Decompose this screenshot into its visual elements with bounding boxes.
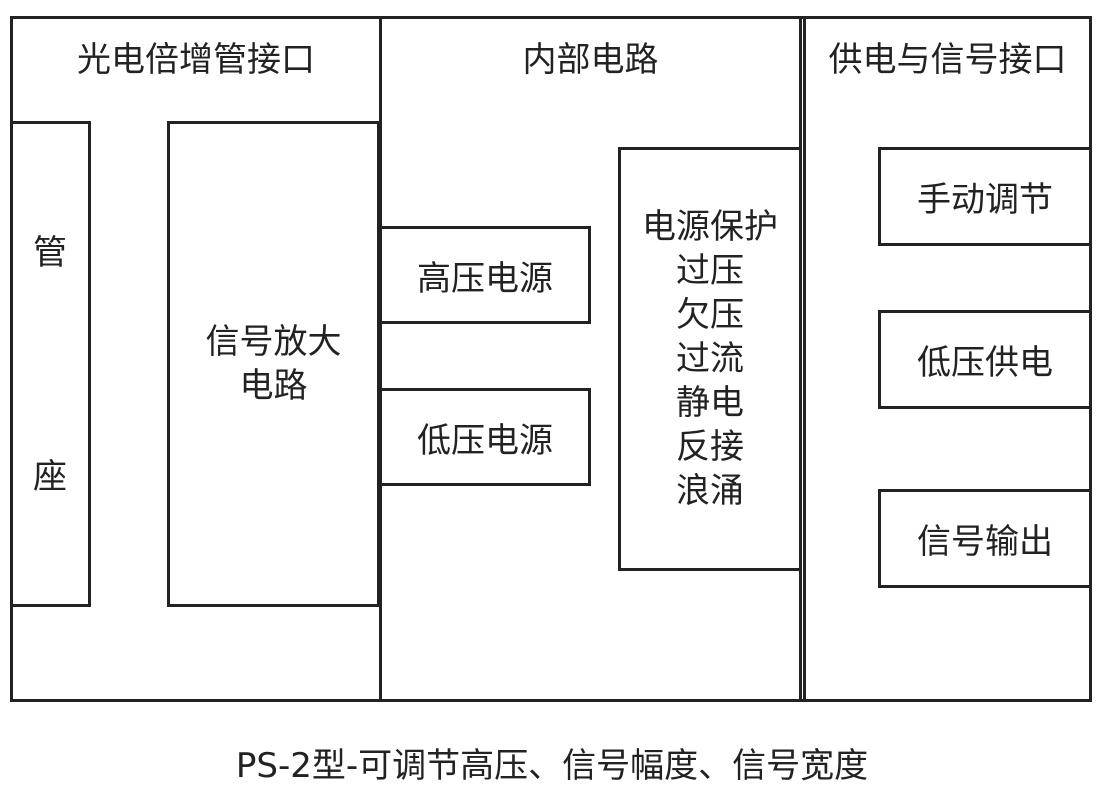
protection-surge: 浪涌 — [676, 471, 744, 511]
manual-adjust-label: 手动调节 — [917, 180, 1053, 220]
protection-overvoltage: 过压 — [676, 251, 744, 291]
power-signal-interface-title: 供电与信号接口 — [828, 40, 1067, 80]
manual-adjust-box: 手动调节 — [878, 147, 1092, 246]
protection-overcurrent: 过流 — [676, 339, 744, 379]
diagram-caption: PS-2型-可调节高压、信号幅度、信号宽度 — [235, 746, 869, 786]
protection-title: 电源保护 — [642, 207, 778, 247]
tube-socket-label-2: 座 — [33, 457, 67, 497]
signal-output-label: 信号输出 — [917, 522, 1053, 562]
signal-amplifier-label-2: 电路 — [239, 366, 308, 406]
low-voltage-supply-box: 低压电源 — [379, 388, 591, 486]
tube-socket-label-1: 管 — [33, 233, 67, 273]
protection-undervoltage: 欠压 — [676, 295, 744, 335]
low-voltage-supply-input-label: 低压供电 — [917, 343, 1053, 383]
signal-output-box: 信号输出 — [878, 489, 1092, 588]
protection-reverse: 反接 — [676, 427, 744, 467]
low-voltage-supply-input-box: 低压供电 — [878, 310, 1092, 409]
internal-circuit-title: 内部电路 — [522, 40, 659, 80]
signal-amplifier-box: 信号放大 电路 — [167, 121, 380, 607]
power-protection-box: 电源保护 过压 欠压 过流 静电 反接 浪涌 — [618, 147, 802, 571]
signal-amplifier-label-1: 信号放大 — [205, 322, 342, 362]
high-voltage-supply-box: 高压电源 — [379, 226, 591, 324]
protection-esd: 静电 — [676, 383, 744, 423]
pmt-interface-title: 光电倍增管接口 — [77, 40, 315, 80]
low-voltage-supply-label: 低压电源 — [417, 420, 553, 461]
high-voltage-supply-label: 高压电源 — [417, 258, 553, 299]
tube-socket-box — [10, 121, 91, 607]
